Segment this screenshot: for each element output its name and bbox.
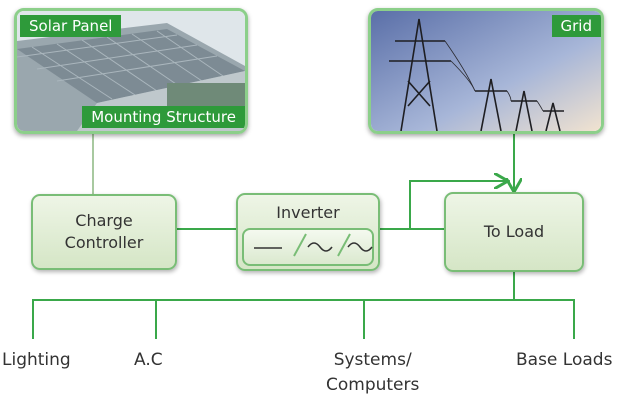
grid-tag: Grid xyxy=(551,15,601,37)
inverter-box: Inverter xyxy=(236,193,380,271)
ac-symbol-2 xyxy=(347,242,373,252)
charge-controller-box: Charge Controller xyxy=(31,194,177,270)
inverter-branch-line xyxy=(409,181,506,229)
mounting-structure-tag: Mounting Structure xyxy=(82,106,245,128)
to-load-label: To Load xyxy=(483,222,545,241)
solar-panel-tag: Solar Panel xyxy=(20,15,122,37)
inverter-label: Inverter xyxy=(276,203,340,222)
load-ac-label: A.C xyxy=(134,350,163,370)
load-base-loads-label: Base Loads xyxy=(516,350,613,370)
divider-2 xyxy=(337,233,351,257)
load-systems-label: Systems/ Computers xyxy=(326,350,420,395)
to-load-box: To Load xyxy=(444,192,584,272)
grid-image: Grid xyxy=(368,8,604,134)
inverter-symbol-strip xyxy=(242,228,374,266)
inverter-symbols xyxy=(254,233,373,257)
load-lighting-label: Lighting xyxy=(2,350,71,370)
divider-1 xyxy=(293,233,307,257)
charge-controller-label: Charge Controller xyxy=(64,211,144,252)
solar-panel-image: Solar Panel Mounting Structure xyxy=(14,8,248,134)
ac-symbol-1 xyxy=(307,242,333,252)
